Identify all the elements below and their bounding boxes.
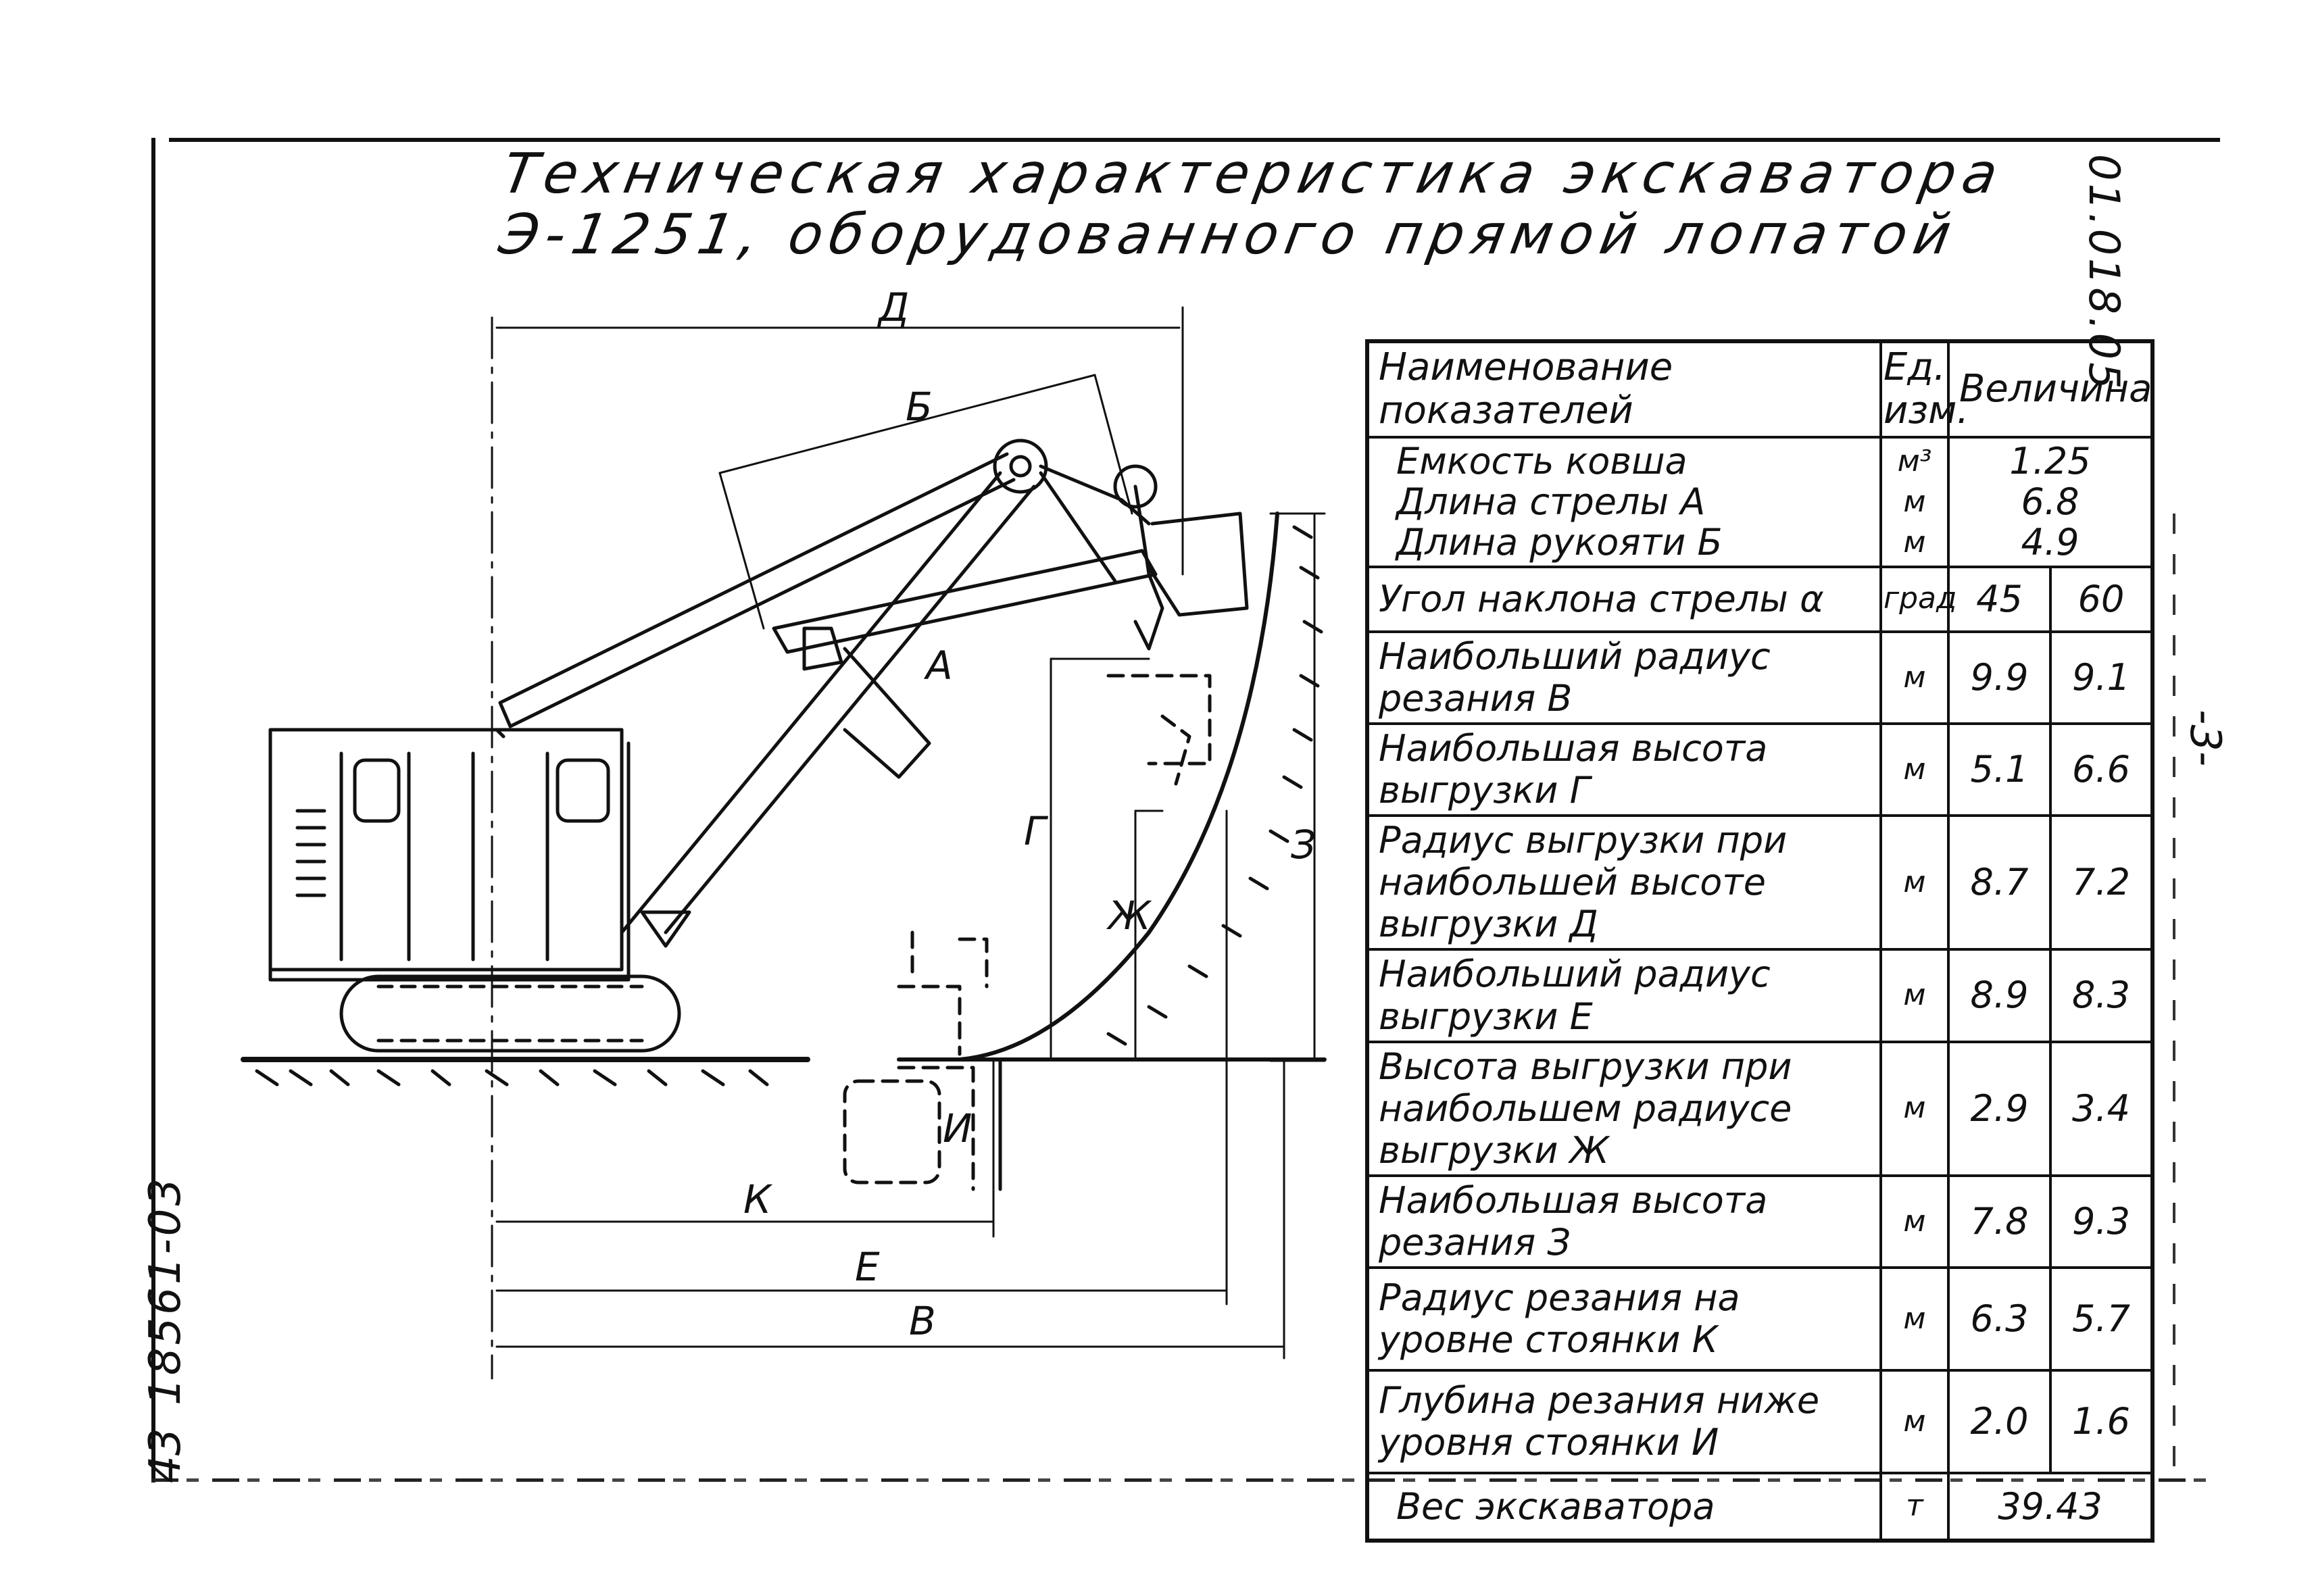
table-row: Радиус резания на уровне стоянки К м 6.3… bbox=[1366, 1266, 2154, 1372]
dim-label-zh: Ж bbox=[1106, 893, 1152, 939]
row-value-2: 60 bbox=[2049, 565, 2154, 633]
frame-right-border bbox=[2173, 514, 2175, 1473]
dim-label-i: И bbox=[943, 1105, 972, 1151]
row-value-1: 45 bbox=[1947, 565, 2052, 633]
table-row: Наибольший радиус выгрузки Е м 8.9 8.3 bbox=[1366, 948, 2154, 1043]
row-value-1: 5.1 bbox=[1947, 722, 2052, 818]
row-unit: м bbox=[1879, 948, 1950, 1043]
row-value-1: 8.9 bbox=[1947, 948, 2052, 1043]
header-value: Величина bbox=[1947, 340, 2154, 439]
table-row: Радиус выгрузки при наибольшей высоте вы… bbox=[1366, 814, 2154, 951]
row-name: Радиус выгрузки при наибольшей высоте вы… bbox=[1366, 814, 1882, 951]
value-boom-length: 6.8 bbox=[2021, 480, 2079, 523]
row-value-2: 9.1 bbox=[2049, 630, 2154, 725]
bucket bbox=[1147, 512, 1249, 617]
weight-name: Вес экскаватора bbox=[1366, 1472, 1882, 1543]
frame-left-border bbox=[151, 138, 155, 1482]
row-value-1: 8.7 bbox=[1947, 814, 2052, 951]
row-value-2: 8.3 bbox=[2049, 948, 2154, 1043]
unit-boom-length: м bbox=[1903, 484, 1926, 519]
row-unit: м bbox=[1879, 1174, 1950, 1270]
dim-label-a: А bbox=[923, 643, 953, 689]
frame-top-border bbox=[169, 138, 2220, 142]
dim-label-z: З bbox=[1291, 822, 1316, 868]
frame-bottom-border bbox=[151, 1478, 2219, 1482]
row-value-2: 9.3 bbox=[2049, 1174, 2154, 1270]
row-unit: м bbox=[1879, 814, 1950, 951]
table-row: Наибольший радиус резания В м 9.9 9.1 bbox=[1366, 630, 2154, 725]
row-unit: м bbox=[1879, 630, 1950, 725]
value-stick-length: 4.9 bbox=[2021, 520, 2079, 564]
boom bbox=[620, 471, 1002, 934]
row-unit: град bbox=[1879, 565, 1956, 633]
row-value-2: 5.7 bbox=[2049, 1266, 2154, 1372]
table-row: Наибольшая высота выгрузки Г м 5.1 6.6 bbox=[1366, 722, 2154, 818]
row-name: Наибольшая высота выгрузки Г bbox=[1366, 722, 1882, 818]
spec-table: Наименование показателей Ед. изм. Величи… bbox=[1365, 339, 2155, 1543]
table-row: Наибольшая высота резания З м 7.8 9.3 bbox=[1366, 1174, 2154, 1270]
row-value-2: 1.6 bbox=[2049, 1369, 2154, 1475]
unit-bucket-capacity: м³ bbox=[1897, 443, 1932, 478]
row-name: Наибольший радиус выгрузки Е bbox=[1366, 948, 1882, 1043]
dim-label-v: В bbox=[909, 1298, 936, 1344]
row-value-1: 6.3 bbox=[1947, 1266, 2052, 1372]
weight-unit: т bbox=[1879, 1472, 1950, 1543]
dim-label-d: Д bbox=[877, 284, 909, 330]
excavator-cab bbox=[268, 728, 624, 972]
row-value-1: 7.8 bbox=[1947, 1174, 2052, 1270]
table-row: Угол наклона стрелы α град 45 60 bbox=[1366, 565, 2154, 633]
row-name: Наибольший радиус резания В bbox=[1366, 630, 1882, 725]
value-bucket-capacity: 1.25 bbox=[2009, 439, 2091, 482]
row-value-2: 7.2 bbox=[2049, 814, 2154, 951]
row-value-2: 6.6 bbox=[2049, 722, 2154, 818]
row-unit: м bbox=[1879, 722, 1950, 818]
table-row-weight: Вес экскаватора т 39.43 bbox=[1366, 1472, 2154, 1543]
weight-value: 39.43 bbox=[1947, 1472, 2154, 1543]
row-name: Глубина резания ниже уровня стоянки И bbox=[1366, 1369, 1882, 1475]
table-row-group: Емкость ковша Длина стрелы А Длина рукоя… bbox=[1366, 435, 2154, 568]
table-row: Высота выгрузки при наибольшем радиусе в… bbox=[1366, 1040, 2154, 1177]
dim-label-k: К bbox=[743, 1176, 773, 1222]
row-value-1: 9.9 bbox=[1947, 630, 2052, 725]
dim-label-g: Г bbox=[1024, 808, 1049, 854]
excavator-tracks bbox=[339, 974, 681, 1053]
row-stick-length: Длина рукояти Б bbox=[1396, 520, 1723, 564]
row-value-2: 3.4 bbox=[2049, 1040, 2154, 1177]
row-name: Радиус резания на уровне стоянки К bbox=[1366, 1266, 1882, 1372]
row-boom-length: Длина стрелы А bbox=[1396, 480, 1706, 523]
row-name: Наибольшая высота резания З bbox=[1366, 1174, 1882, 1270]
dim-label-e: Е bbox=[855, 1244, 880, 1290]
unit-stick-length: м bbox=[1903, 524, 1926, 559]
table-header-row: Наименование показателей Ед. изм. Величи… bbox=[1366, 340, 2154, 439]
row-unit: м bbox=[1879, 1040, 1950, 1177]
dim-label-b: Б bbox=[906, 384, 933, 430]
row-unit: м bbox=[1879, 1266, 1950, 1372]
digging-arc bbox=[958, 512, 1279, 1062]
header-name: Наименование показателей bbox=[1366, 340, 1882, 439]
row-value-1: 2.9 bbox=[1947, 1040, 2052, 1177]
row-bucket-capacity: Емкость ковша bbox=[1396, 439, 1688, 482]
row-unit: м bbox=[1879, 1369, 1950, 1475]
header-unit: Ед. изм. bbox=[1879, 340, 1969, 439]
row-name: Высота выгрузки при наибольшем радиусе в… bbox=[1366, 1040, 1882, 1177]
stick bbox=[772, 549, 1158, 654]
table-row: Глубина резания ниже уровня стоянки И м … bbox=[1366, 1369, 2154, 1475]
row-value-1: 2.0 bbox=[1947, 1369, 2052, 1475]
row-name: Угол наклона стрелы α bbox=[1366, 565, 1882, 633]
